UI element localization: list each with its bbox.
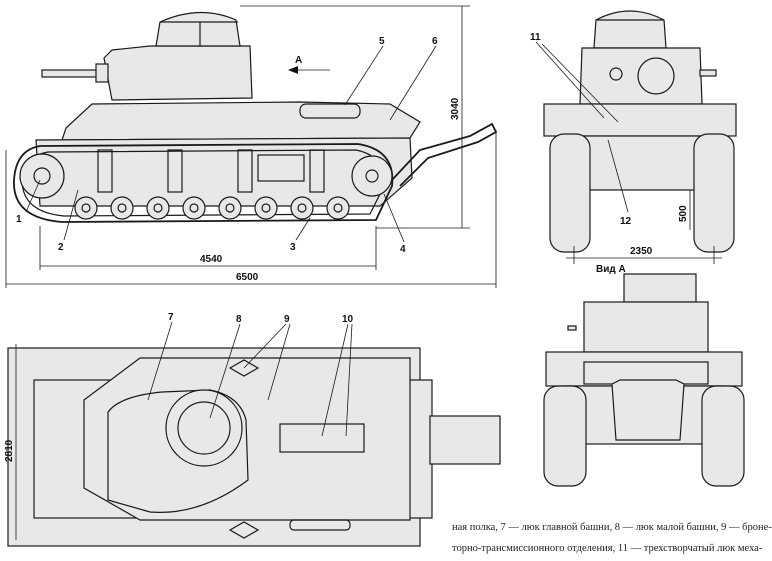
- callout-8: 8: [236, 314, 242, 325]
- callout-3: 3: [290, 242, 296, 253]
- drive-sprocket: [19, 153, 65, 199]
- callout-10: 10: [342, 314, 354, 325]
- idler-wheel: [351, 155, 393, 197]
- callout-11: 11: [530, 32, 541, 43]
- drawing-sheet: A 5 6 1 2 3 4 3040 4540 6500: [4, 5, 772, 559]
- main-turret: [103, 45, 253, 101]
- rear-view-a: Вид А: [543, 264, 745, 487]
- dim-height: 3040: [450, 97, 461, 120]
- dim-track-width: 2350: [630, 246, 653, 257]
- dim-plan-width: 2810: [4, 439, 15, 462]
- callout-5: 5: [379, 36, 385, 47]
- callout-9: 9: [284, 314, 290, 325]
- direction-marker: A: [295, 55, 302, 66]
- top-view: 2810 7 8 9 10: [4, 312, 501, 547]
- callout-2: 2: [58, 242, 64, 253]
- front-track-right: [693, 133, 735, 253]
- callout-4: 4: [400, 244, 406, 255]
- road-wheels: [74, 196, 350, 220]
- callout-12: 12: [620, 216, 632, 227]
- small-turret-top: [165, 389, 243, 467]
- technical-drawing: A 5 6 1 2 3 4 3040 4540 6500: [4, 5, 745, 547]
- rear-track-left: [543, 385, 587, 487]
- side-view: A 5 6 1 2 3 4 3040 4540 6500: [5, 5, 498, 288]
- dim-hull-length: 4540: [200, 254, 223, 265]
- track: [13, 143, 394, 223]
- dim-total-length: 6500: [236, 272, 259, 283]
- callout-1: 1: [16, 214, 22, 225]
- muffler: [299, 103, 361, 119]
- caption-line: торно-трансмиссионного отделения, 11 — т…: [452, 543, 763, 554]
- upper-hull: [61, 101, 421, 141]
- front-track-left: [549, 133, 591, 253]
- caption: ная полка, 7 — люк главной башни, 8 — лю…: [452, 517, 772, 559]
- front-view: 2350 500 11 12: [530, 10, 737, 264]
- small-turret: [155, 11, 241, 47]
- tail-skid: [391, 122, 498, 187]
- suspension-units: [97, 149, 325, 193]
- caption-line: ная полка, 7 — люк главной башни, 8 — лю…: [452, 522, 772, 533]
- rear-track-right: [701, 385, 745, 487]
- callout-7: 7: [168, 312, 174, 323]
- view-a-label: Вид А: [596, 264, 626, 275]
- tail-skid-top: [429, 415, 501, 465]
- callout-6: 6: [432, 36, 438, 47]
- dim-clearance: 500: [678, 205, 689, 222]
